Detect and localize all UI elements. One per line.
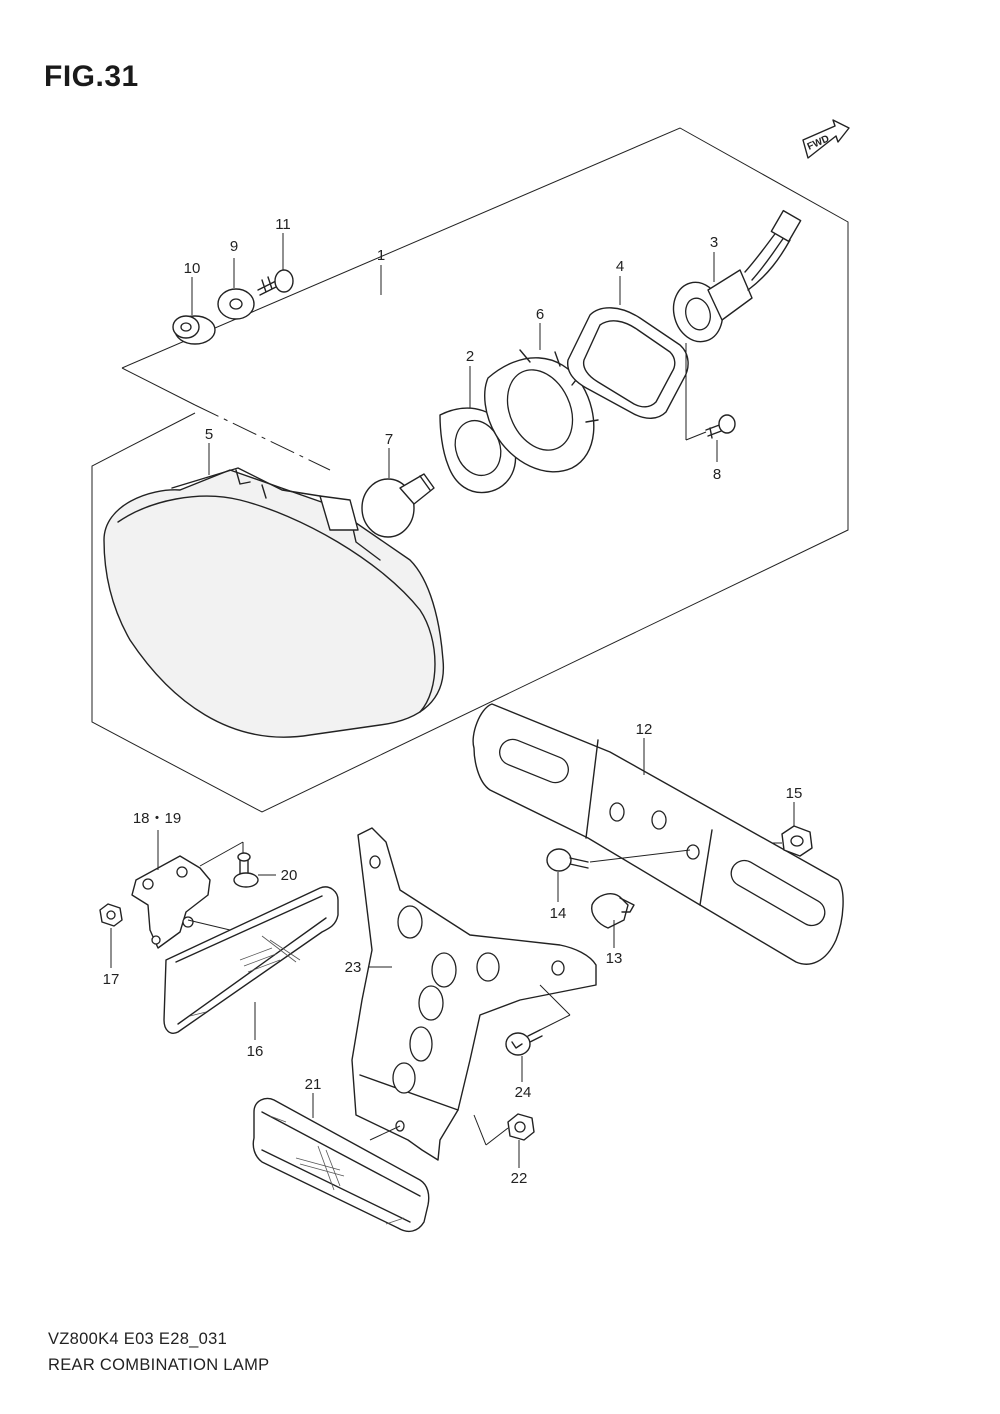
callout-18-19: 18・19 xyxy=(133,810,181,827)
part-13-clip xyxy=(591,893,635,929)
callout-6: 6 xyxy=(536,306,544,323)
part-22-nut xyxy=(507,1113,535,1141)
callout-11: 11 xyxy=(275,216,291,233)
part-6-lock-ring xyxy=(484,349,599,473)
callout-15: 15 xyxy=(786,785,803,802)
callout-7: 7 xyxy=(385,431,393,448)
part-12-plate-bracket xyxy=(472,703,844,965)
callout-leaders xyxy=(110,233,795,1168)
part-23-mount-plate xyxy=(351,827,597,1161)
part-9-washer xyxy=(217,288,255,320)
callout-21: 21 xyxy=(305,1076,322,1093)
part-17-nut xyxy=(99,903,123,927)
part-21-rear-reflector xyxy=(252,1097,430,1233)
part-10-cushion xyxy=(172,315,216,345)
callout-10: 10 xyxy=(184,260,201,277)
part-16-side-reflector xyxy=(163,886,339,1034)
forward-direction-arrow-icon: FWD xyxy=(802,119,850,159)
callout-8: 8 xyxy=(713,466,721,483)
callout-14: 14 xyxy=(550,905,567,922)
callout-23: 23 xyxy=(345,959,362,976)
diagram-name: REAR COMBINATION LAMP xyxy=(48,1356,270,1374)
callout-5: 5 xyxy=(205,426,213,443)
callout-17: 17 xyxy=(103,971,120,988)
part-18-19-bracket xyxy=(131,855,211,949)
part-20-bolt xyxy=(233,852,259,888)
part-14-screw xyxy=(546,848,589,872)
model-code: VZ800K4 E03 E28_031 xyxy=(48,1330,228,1348)
part-7-bulb xyxy=(361,473,435,538)
lamp-assembly-boundary xyxy=(91,127,849,813)
callout-2: 2 xyxy=(466,348,474,365)
callout-1: 1 xyxy=(377,247,385,264)
figure-title: FIG.31 xyxy=(44,60,139,93)
part-3-socket-harness xyxy=(672,209,802,343)
callout-13: 13 xyxy=(606,950,623,967)
part-11-bolt xyxy=(257,269,294,296)
part-8-screw xyxy=(705,414,736,439)
part-24-screw xyxy=(505,1029,543,1056)
callout-12: 12 xyxy=(636,721,653,738)
callout-3: 3 xyxy=(710,234,718,251)
callout-labels: 1 2 3 4 5 6 7 8 9 10 11 12 13 14 15 16 1… xyxy=(103,216,803,1187)
part-5-lamp-lens xyxy=(103,467,445,738)
callout-16: 16 xyxy=(247,1043,264,1060)
part-15-nut xyxy=(781,825,813,857)
reflector-21-pattern xyxy=(269,1115,405,1225)
part-4-gasket xyxy=(567,307,689,419)
callout-24: 24 xyxy=(515,1084,532,1101)
callout-9: 9 xyxy=(230,238,238,255)
callout-20: 20 xyxy=(281,867,298,884)
reflector-16-pattern xyxy=(189,935,301,1017)
callout-22: 22 xyxy=(511,1170,528,1187)
callout-4: 4 xyxy=(616,258,624,275)
